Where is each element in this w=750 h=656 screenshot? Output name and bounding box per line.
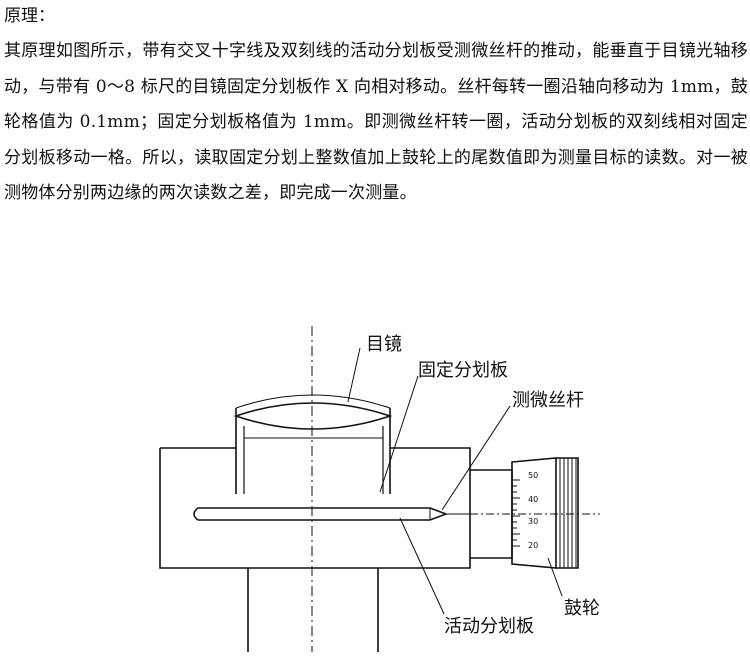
- drum-scale-40: 40: [528, 495, 538, 504]
- label-micrometer-screw: 测微丝杆: [512, 390, 584, 411]
- leader-moving-reticle: [399, 517, 445, 615]
- document-body: 原理： 其原理如图所示，带有交叉十字线及双刻线的活动分划板受测微丝杆的推动，能垂…: [4, 4, 748, 212]
- label-fixed-reticle: 固定分划板: [418, 360, 508, 381]
- leader-eyepiece: [347, 347, 361, 403]
- label-drum: 鼓轮: [564, 598, 600, 619]
- main-housing: [159, 447, 471, 569]
- moving-reticle-bar: [193, 507, 449, 521]
- drum-scale-50: 50: [528, 471, 538, 480]
- principle-paragraph: 其原理如图所示，带有交叉十字线及双刻线的活动分划板受测微丝杆的推动，能垂直于目镜…: [4, 41, 748, 203]
- label-eyepiece: 目镜: [366, 334, 402, 355]
- section-heading: 原理：: [4, 6, 55, 26]
- drum-scale-30: 30: [528, 517, 538, 526]
- eyepiece-lens: [233, 402, 393, 430]
- leader-drum: [547, 557, 563, 597]
- drum-scale-20: 20: [528, 541, 538, 550]
- eyepiece-housing: [235, 408, 391, 494]
- leader-micrometer-screw: [441, 405, 511, 511]
- leader-fixed-reticle: [379, 375, 419, 493]
- micrometer-eyepiece-diagram: 50 40 30 20 目镜 固定分划板 测微丝杆 活动分划板 鼓轮: [0, 318, 750, 652]
- label-moving-reticle: 活动分划板: [444, 616, 534, 637]
- lower-tube: [247, 568, 379, 652]
